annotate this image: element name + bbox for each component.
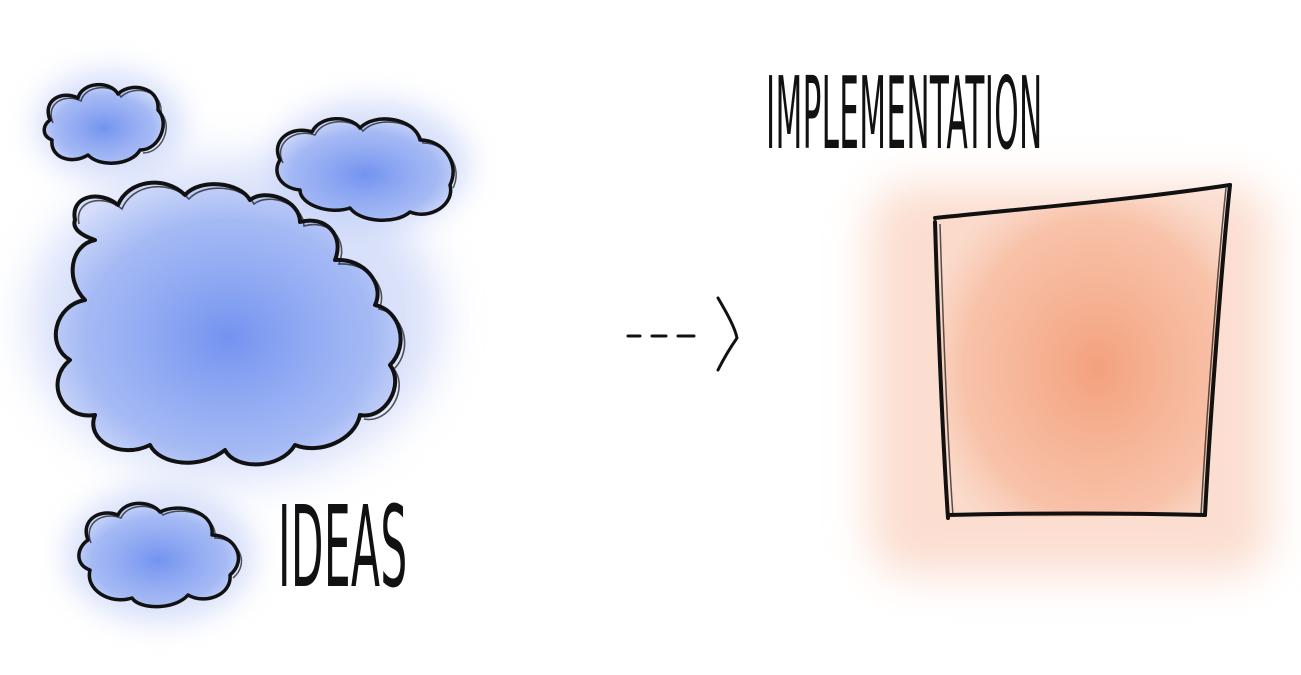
cloud-top-right [275,116,457,223]
implementation-label: IMPLEMENTATION [766,55,1043,172]
ideas-label: IDEAS [278,483,408,613]
implementation-box [933,183,1232,520]
large-cloud [53,180,406,467]
small-cloud-top-left [42,83,167,165]
small-cloud-bottom [77,501,243,609]
arrow [626,296,739,372]
